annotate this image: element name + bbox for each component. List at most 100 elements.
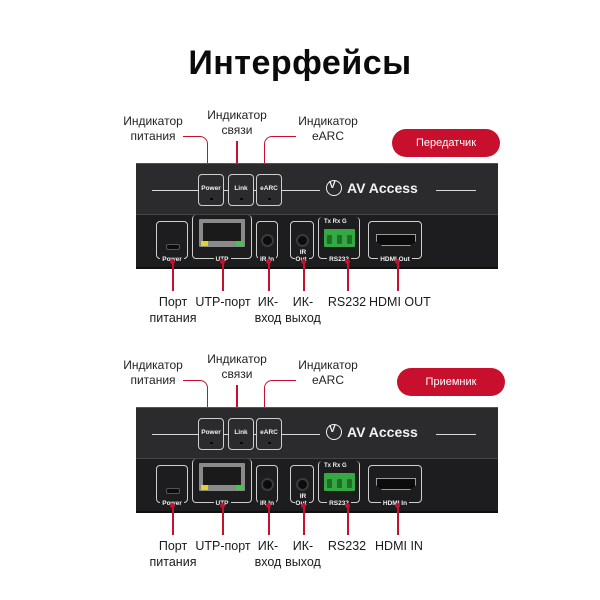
hdmi-port-icon — [376, 234, 416, 246]
page-title: Интерфейсы — [188, 44, 412, 82]
rj45-led-green — [236, 485, 243, 490]
leader-power-port — [172, 505, 174, 535]
led-power-dot — [210, 198, 213, 200]
port-rs232[interactable]: Tx Rx G RS232 — [318, 461, 360, 507]
led-power: Power — [198, 174, 224, 206]
brand-logo: AV Access — [326, 424, 418, 440]
audio-jack-icon — [296, 234, 309, 247]
port-power[interactable]: Power — [156, 221, 188, 263]
led-power-dot — [210, 442, 213, 444]
receiver-badge: Приемник — [397, 368, 505, 396]
leader-earc-indicator — [264, 380, 296, 418]
led-link-dot — [240, 198, 243, 200]
rs232-pin-labels: Tx Rx G — [324, 463, 347, 469]
label-ir-out: ИК- выход — [285, 539, 321, 569]
leader-rs232 — [347, 261, 349, 291]
divider-line — [282, 190, 320, 191]
callout-earc-indicator: Индикатор eARC — [298, 114, 358, 143]
port-rs232[interactable]: Tx Rx G RS232 — [318, 217, 360, 263]
leader-link-indicator — [236, 141, 238, 173]
divider-line — [254, 434, 256, 435]
label-hdmi: HDMI IN — [375, 539, 423, 553]
divider-line — [436, 434, 476, 435]
label-power-port: Порт питания — [149, 295, 197, 325]
led-earc: eARC — [256, 418, 282, 450]
divider-line — [152, 190, 198, 191]
transmitter-section: Индикатор питания Индикатор связи Индика… — [0, 108, 600, 348]
callout-earc-indicator: Индикатор eARC — [298, 358, 358, 387]
divider-line — [282, 434, 320, 435]
led-link-dot — [240, 442, 243, 444]
label-hdmi: HDMI OUT — [369, 295, 431, 309]
brand-logo: AV Access — [326, 180, 418, 196]
label-ir-in: ИК- вход — [254, 295, 282, 325]
callout-power-indicator: Индикатор питания — [123, 114, 183, 143]
hdmi-port-icon — [376, 478, 416, 490]
label-rs232: RS232 — [327, 539, 367, 553]
rj45-led-green — [236, 241, 243, 246]
led-earc-dot — [268, 442, 271, 444]
rj45-led-yellow — [201, 485, 208, 490]
label-ir-in: ИК- вход — [254, 539, 282, 569]
leader-utp-port — [222, 261, 224, 291]
terminal-block-icon — [324, 473, 355, 491]
rj45-jack-icon — [199, 463, 245, 491]
divider-line — [224, 434, 228, 435]
port-ir-in[interactable]: IR In — [256, 465, 278, 507]
led-earc-dot — [268, 198, 271, 200]
label-ir-out: ИК- выход — [285, 295, 321, 325]
divider-line — [254, 190, 256, 191]
audio-jack-icon — [261, 478, 274, 491]
led-link: Link — [228, 174, 254, 206]
leader-utp-port — [222, 505, 224, 535]
label-utp-port: UTP-порт — [195, 295, 251, 309]
led-link: Link — [228, 418, 254, 450]
port-utp[interactable]: UTP — [192, 459, 252, 507]
callout-link-indicator: Индикатор связи — [207, 352, 267, 381]
av-access-logo-icon — [326, 180, 342, 196]
leader-ir-out — [303, 505, 305, 535]
rj45-jack-icon — [199, 219, 245, 247]
terminal-block-icon — [324, 229, 355, 247]
leader-power-indicator — [183, 136, 208, 174]
divider-line — [436, 190, 476, 191]
port-power[interactable]: Power — [156, 465, 188, 507]
audio-jack-icon — [296, 478, 309, 491]
audio-jack-icon — [261, 234, 274, 247]
rs232-pin-labels: Tx Rx G — [324, 219, 347, 225]
av-access-logo-icon — [326, 424, 342, 440]
receiver-section: Индикатор питания Индикатор связи Индика… — [0, 352, 600, 592]
device-front-panel: Power UTP IR In IR Out Tx Rx G — [136, 214, 498, 269]
leader-rs232 — [347, 505, 349, 535]
leader-earc-indicator — [264, 136, 296, 174]
divider-line — [152, 434, 198, 435]
label-utp-port: UTP-порт — [195, 539, 251, 553]
leader-hdmi — [397, 505, 399, 535]
led-earc: eARC — [256, 174, 282, 206]
leader-link-indicator — [236, 385, 238, 417]
led-power: Power — [198, 418, 224, 450]
label-power-port: Порт питания — [149, 539, 197, 569]
usb-port-icon — [166, 244, 180, 250]
port-ir-out[interactable]: IR Out — [290, 221, 314, 263]
leader-ir-out — [303, 261, 305, 291]
device-top-panel: Power Link eARC AV Access — [136, 407, 498, 458]
transmitter-badge: Передатчик — [392, 129, 500, 157]
leader-ir-in — [268, 505, 270, 535]
leader-power-indicator — [183, 380, 208, 418]
device-front-panel: Power UTP IR In IR Out Tx Rx G R — [136, 458, 498, 513]
port-hdmi-out[interactable]: HDMI Out — [368, 221, 422, 263]
port-utp[interactable]: UTP — [192, 215, 252, 263]
rj45-led-yellow — [201, 241, 208, 246]
leader-ir-in — [268, 261, 270, 291]
usb-port-icon — [166, 488, 180, 494]
leader-hdmi — [397, 261, 399, 291]
leader-power-port — [172, 261, 174, 291]
port-ir-out[interactable]: IR Out — [290, 465, 314, 507]
divider-line — [224, 190, 228, 191]
port-ir-in[interactable]: IR In — [256, 221, 278, 263]
port-hdmi-in[interactable]: HDMI In — [368, 465, 422, 507]
callout-link-indicator: Индикатор связи — [207, 108, 267, 137]
device-top-panel: Power Link eARC AV Access — [136, 163, 498, 214]
label-rs232: RS232 — [327, 295, 367, 309]
